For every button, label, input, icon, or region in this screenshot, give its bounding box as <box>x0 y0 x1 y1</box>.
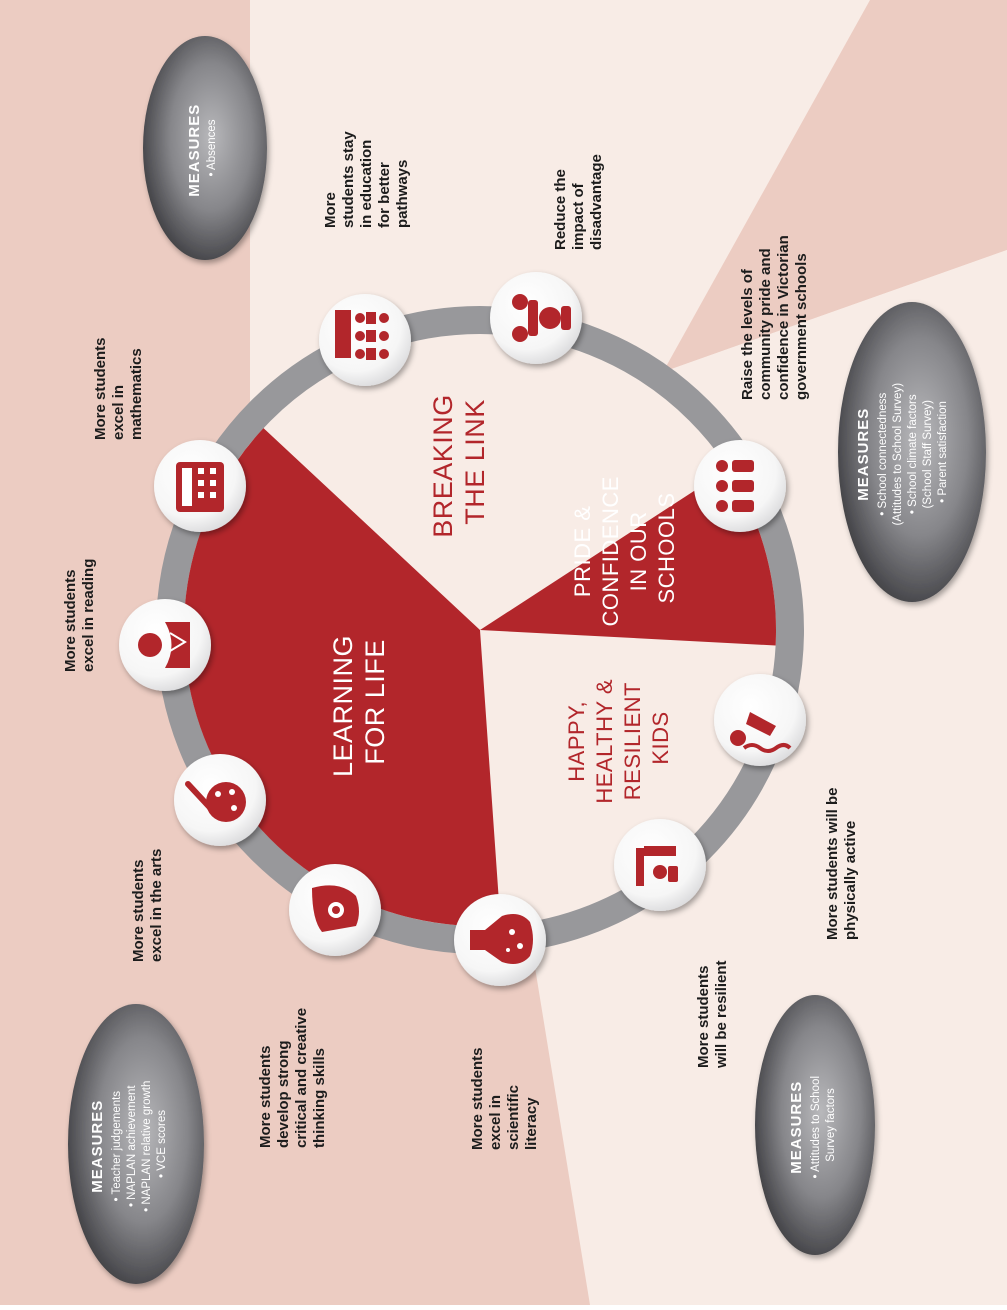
outcome-disadvantage: Reduce the impact of disadvantage <box>552 154 605 250</box>
measures-breaking-text: MEASURES • Absences <box>186 99 218 196</box>
outcome-maths: More students excel in mathematics <box>92 333 145 440</box>
measures-learning-text: MEASURES • Teacher judgements • NAPLAN a… <box>89 1076 168 1212</box>
swimmer-icon <box>730 712 792 753</box>
segment-pride-confidence <box>480 468 777 646</box>
outcome-science: More students excel in scientific litera… <box>469 1043 540 1150</box>
background-breaking-region <box>663 0 1007 372</box>
outcome-thinking: More students develop strong critical an… <box>257 1004 328 1148</box>
segment-label-happy: HAPPY, HEALTHY & RESILIENT KIDS <box>564 672 673 803</box>
outcome-active: More students will be physically active <box>824 783 859 940</box>
outcome-labels: More students stay in education for bett… <box>62 127 859 1150</box>
outcome-reading: More students excel in reading <box>62 559 97 672</box>
people-at-board-icon <box>335 310 389 360</box>
outcome-arts: More students excel in the arts <box>130 849 165 962</box>
calculator-icon <box>176 462 224 512</box>
measures-pride: MEASURES • School connectedness (Attitud… <box>838 302 986 602</box>
segment-label-breaking: BREAKING THE LINK <box>428 386 490 538</box>
people-group-icon <box>512 294 571 342</box>
paint-palette-icon <box>185 781 246 822</box>
measures-breaking: MEASURES • Absences <box>143 36 267 260</box>
outcome-stay: More students stay in education for bett… <box>322 127 411 228</box>
measures-pride-text: MEASURES • School connectedness (Attitud… <box>855 379 949 526</box>
segment-label-pride: PRIDE & CONFIDENCE IN OUR SCHOOLS <box>570 469 679 626</box>
badge-stay <box>319 294 411 386</box>
outcome-resilient: More students will be resilient <box>695 960 730 1069</box>
measures-happy: MEASURES • Attitudes to School Survey fa… <box>755 995 875 1255</box>
flask-icon <box>470 914 533 964</box>
measures-learning: MEASURES • Teacher judgements • NAPLAN a… <box>68 1004 204 1284</box>
community-people-icon <box>716 460 754 512</box>
measures-happy-text: MEASURES • Attitudes to School Survey fa… <box>788 1072 837 1179</box>
student-at-desk-icon <box>636 846 678 886</box>
brain-head-icon <box>312 885 359 932</box>
segment-label-learning: LEARNING FOR LIFE <box>328 627 390 777</box>
outcome-pride: Raise the levels of community pride and … <box>739 231 810 400</box>
badge-reading <box>119 599 211 691</box>
reader-icon <box>138 622 190 668</box>
